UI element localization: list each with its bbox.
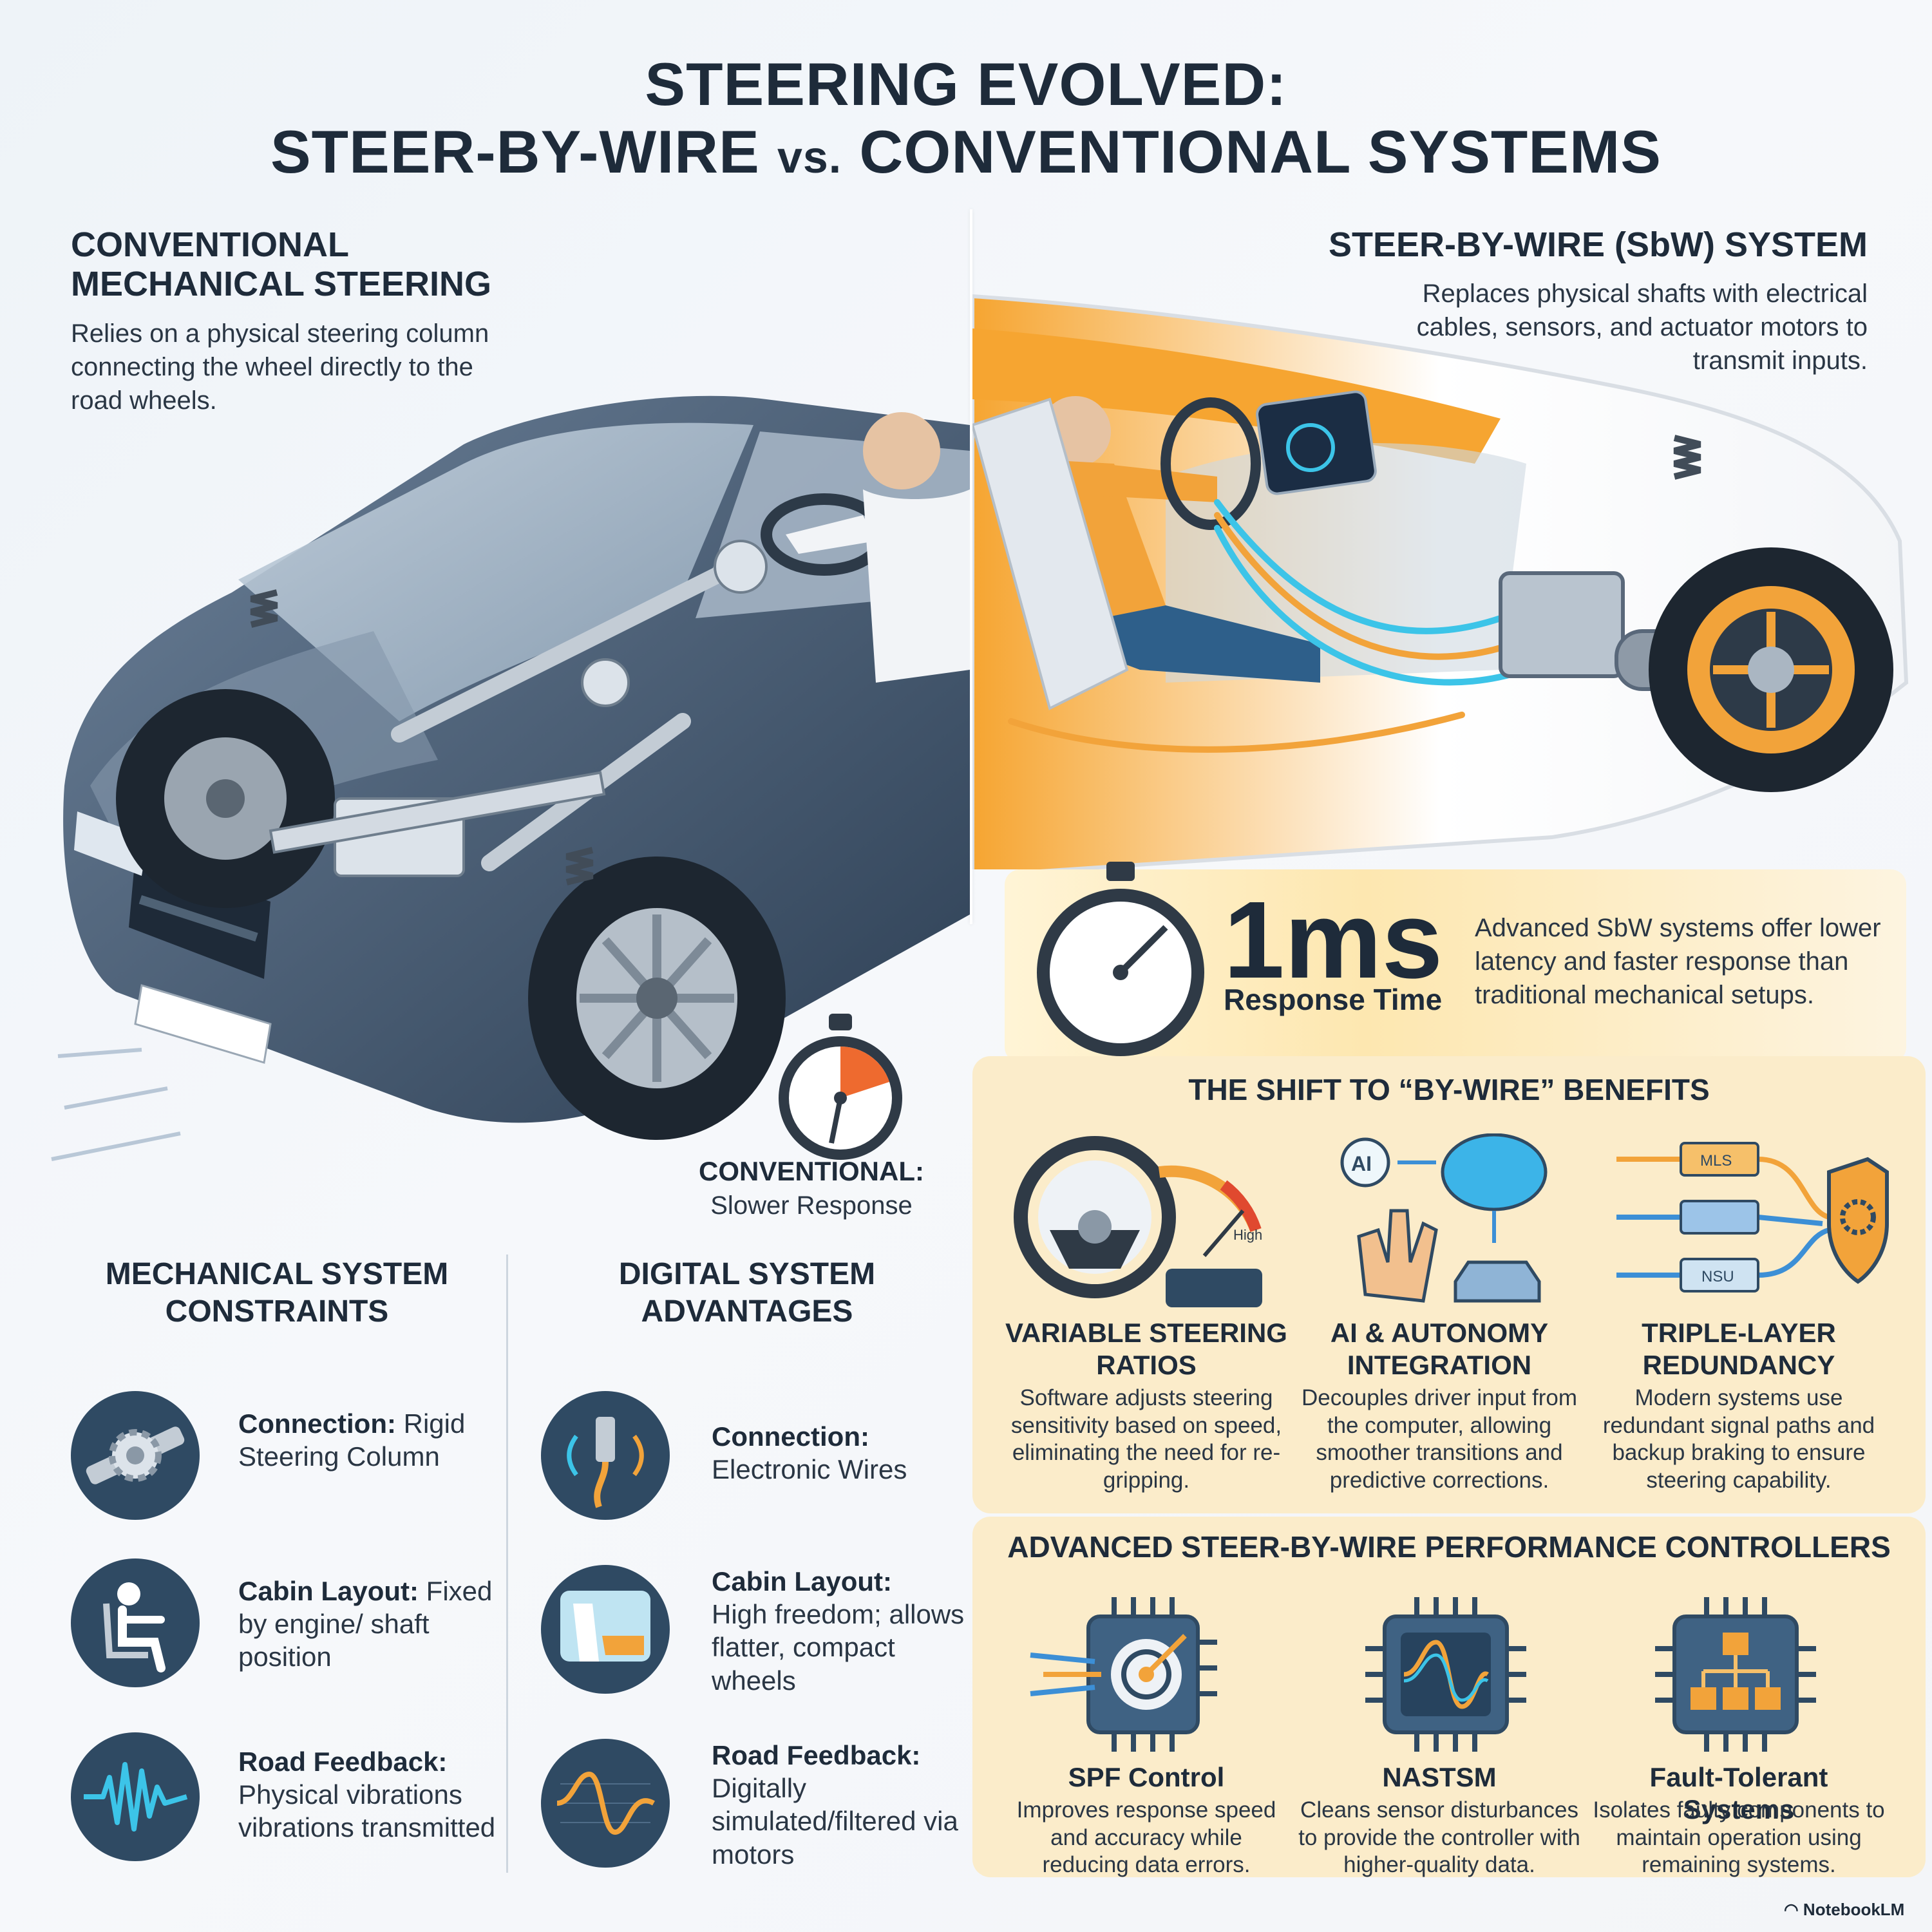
- digital-row-connection: Connection:Electronic Wires: [712, 1421, 907, 1485]
- electronic-wire-icon: [541, 1391, 670, 1520]
- mechanical-row-feedback: Road Feedback:Physical vibrations vibrat…: [238, 1747, 496, 1843]
- notebooklm-logo-icon: ◠: [1784, 1900, 1799, 1919]
- title-line-1: STEERING EVOLVED:: [645, 50, 1287, 118]
- response-time-desc: Advanced SbW systems offer lower latency…: [1475, 914, 1881, 1009]
- footer-brand: ◠ NotebookLM: [1784, 1900, 1905, 1919]
- conventional-desc: Relies on a physical steering column con…: [71, 319, 489, 415]
- mls-box-text: MLS: [1700, 1152, 1732, 1170]
- seated-driver-icon: [71, 1558, 200, 1687]
- benefit-3-title: TRIPLE-LAYER REDUNDANCY: [1642, 1318, 1836, 1381]
- controller-3-title: Fault-Tolerant Systems: [1649, 1762, 1828, 1825]
- stopwatch-fast-icon: [1037, 862, 1204, 1056]
- mechanical-row-cabin: Cabin Layout: Fixed by engine/ shaft pos…: [238, 1576, 493, 1672]
- benefit-1-text: Software adjusts steering sensitivity ba…: [1010, 1385, 1282, 1493]
- digital-row-feedback: Road Feedback:Digitally simulated/filter…: [712, 1740, 958, 1870]
- fault-tolerant-chip-icon: [1655, 1597, 1816, 1752]
- benefit-3-text: Modern systems use redundant signal path…: [1602, 1385, 1875, 1493]
- controller-1-text: Improves response speed and accuracy whi…: [1016, 1797, 1276, 1878]
- gear-shaft-icon: [71, 1391, 200, 1520]
- ai-brain-car-icon: AI: [1340, 1133, 1548, 1303]
- nastsm-chip-icon: [1365, 1597, 1526, 1752]
- conventional-timer-label: CONVENTIONAL:: [699, 1156, 924, 1186]
- controller-3-text: Isolates faulty components to maintain o…: [1593, 1797, 1885, 1878]
- cabin-seat-icon: [541, 1565, 670, 1694]
- conventional-timer-sub: Slower Response: [710, 1191, 913, 1220]
- page-title: STEERING EVOLVED: STEER-BY-WIRE vs. CONV…: [0, 50, 1932, 186]
- benefit-1-title: VARIABLE STEERING RATIOS: [1005, 1318, 1287, 1381]
- controller-2-text: Cleans sensor disturbances to provide th…: [1298, 1797, 1580, 1878]
- response-time-value: 1ms: [1224, 879, 1443, 1001]
- gauge-high-text: High: [1233, 1227, 1262, 1243]
- conventional-car-illustration: [51, 395, 971, 1161]
- digital-row-cabin: Cabin Layout:High freedom; allows flatte…: [712, 1566, 965, 1696]
- redundancy-shield-icon: MLS NSU: [1616, 1142, 1889, 1293]
- nsu-box-text: NSU: [1701, 1268, 1734, 1285]
- sbw-desc: Replaces physical shafts with electrical…: [1416, 279, 1868, 375]
- steering-wheel-gauge-icon: High: [1014, 1136, 1262, 1307]
- conventional-heading: CONVENTIONAL MECHANICAL STEERING: [71, 225, 492, 304]
- benefit-2-title: AI & AUTONOMY INTEGRATION: [1330, 1318, 1549, 1381]
- digital-signal-icon: [541, 1739, 670, 1868]
- vibration-wave-icon: [71, 1732, 200, 1861]
- ai-badge-text: AI: [1351, 1152, 1372, 1175]
- sbw-heading: STEER-BY-WIRE (SbW) SYSTEM: [1329, 225, 1868, 264]
- mechanical-row-connection: Connection: Rigid Steering Column: [238, 1408, 466, 1472]
- spf-control-chip-icon: [1030, 1597, 1217, 1752]
- controllers-heading: ADVANCED STEER-BY-WIRE PERFORMANCE CONTR…: [1007, 1530, 1891, 1564]
- lower-left-divider: [506, 1255, 508, 1873]
- sbw-car-illustration: [972, 294, 1909, 869]
- center-divider: [970, 209, 972, 924]
- benefit-2-text: Decouples driver input from the computer…: [1302, 1385, 1577, 1493]
- mechanical-heading: MECHANICAL SYSTEM CONSTRAINTS: [105, 1257, 449, 1329]
- digital-heading: DIGITAL SYSTEM ADVANTAGES: [618, 1257, 876, 1329]
- response-time-label: Response Time: [1224, 983, 1443, 1016]
- stopwatch-slow-icon: [779, 1014, 902, 1160]
- controller-2-title: NASTSM: [1382, 1762, 1497, 1792]
- benefits-heading: THE SHIFT TO “BY-WIRE” BENEFITS: [1188, 1073, 1710, 1106]
- title-line-2: STEER-BY-WIRE vs. CONVENTIONAL SYSTEMS: [270, 118, 1662, 186]
- controller-1-title: SPF Control: [1068, 1762, 1225, 1792]
